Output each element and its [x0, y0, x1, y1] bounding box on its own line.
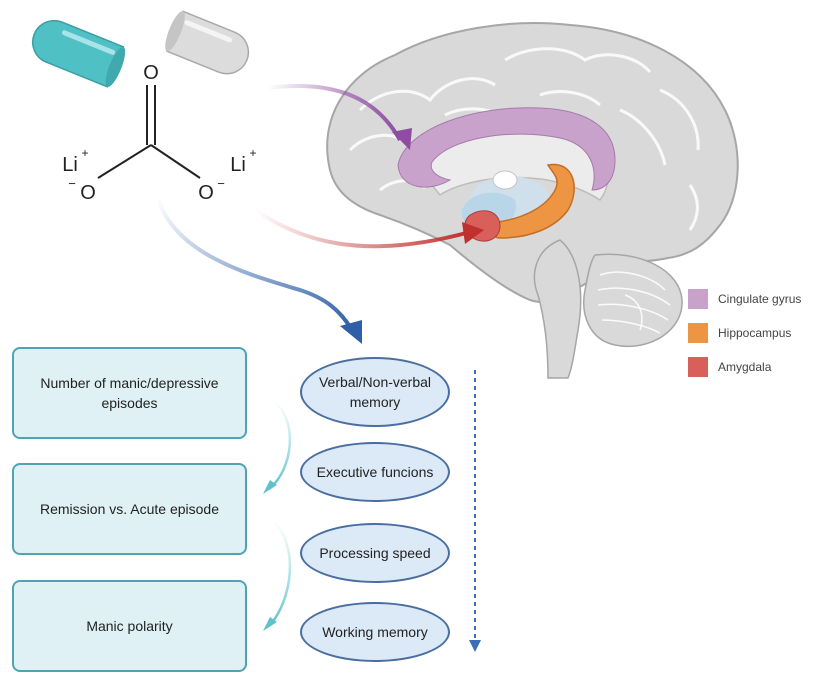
lithium-left-label: Li — [62, 154, 78, 176]
legend-item-amygdala: Amygdala — [688, 356, 771, 378]
oxygen-top-label: O — [143, 62, 159, 84]
arrow-to-cognition — [156, 197, 362, 344]
factor-link-arrow-1 — [263, 398, 292, 494]
legend-label: Hippocampus — [718, 326, 792, 340]
legend-swatch-cingulate — [688, 289, 708, 309]
cognition-oval-speed: Processing speed — [300, 523, 450, 583]
factor-box-remission: Remission vs. Acute episode — [12, 463, 247, 555]
factor-label: Remission vs. Acute episode — [40, 501, 219, 517]
oxygen-left-label: O — [80, 182, 96, 204]
legend-item-hippocampus: Hippocampus — [688, 322, 791, 344]
factor-box-polarity: Manic polarity — [12, 580, 247, 672]
cognition-dashed-arrow — [469, 370, 481, 652]
plus-right-label: + — [249, 146, 256, 160]
cognition-label: Verbal/Non-verbal memory — [318, 374, 432, 410]
arrow-to-amygdala — [253, 208, 484, 249]
legend-label: Amygdala — [718, 360, 772, 374]
cognition-label: Executive funcions — [316, 464, 434, 480]
cognition-label: Working memory — [322, 624, 428, 640]
minus-left-label: − — [68, 176, 76, 191]
legend-item-cingulate: Cingulate gyrus — [688, 288, 801, 310]
plus-left-label: + — [81, 146, 88, 160]
cognition-label: Processing speed — [319, 545, 431, 561]
factor-box-episodes: Number of manic/depressive episodes — [12, 347, 247, 439]
cognition-oval-executive: Executive funcions — [300, 442, 450, 502]
oxygen-right-label: O — [198, 182, 214, 204]
factor-label: Manic polarity — [86, 618, 173, 634]
factor-link-arrow-2 — [263, 519, 292, 631]
cognition-oval-working-memory: Working memory — [300, 602, 450, 662]
capsule-icon — [31, 10, 250, 88]
minus-right-label: − — [217, 176, 225, 191]
brain-illustration — [326, 22, 739, 379]
legend-label: Cingulate gyrus — [718, 292, 802, 306]
cognition-oval-memory: Verbal/Non-verbal memory — [300, 357, 450, 427]
factor-label: Number of manic/depressive episodes — [40, 375, 219, 411]
arrow-to-cingulate — [267, 83, 412, 150]
legend-swatch-hippocampus — [688, 323, 708, 343]
lithium-carbonate-structure: O O − O − Li + Li + — [62, 62, 256, 204]
legend-swatch-amygdala — [688, 357, 708, 377]
lithium-right-label: Li — [230, 154, 246, 176]
